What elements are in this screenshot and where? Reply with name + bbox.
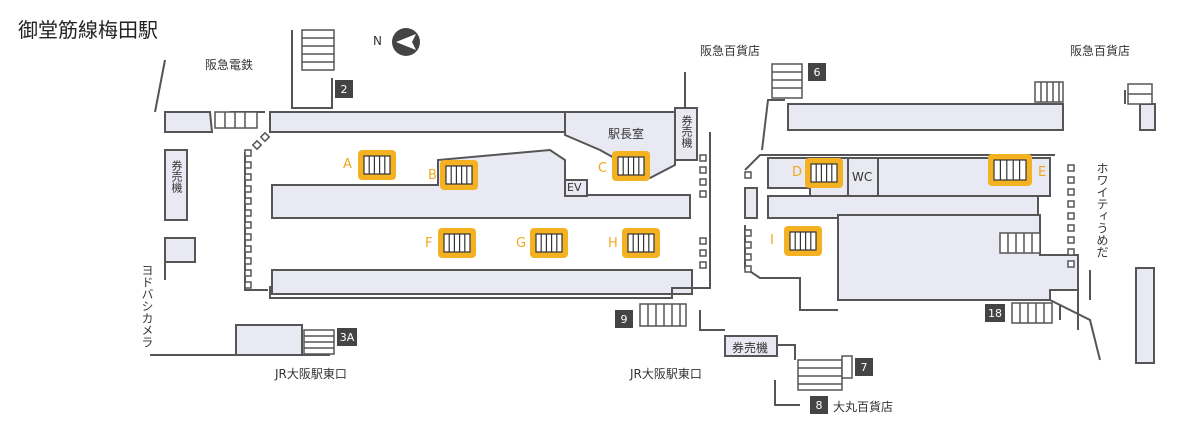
right-top-right xyxy=(1139,103,1156,131)
right-edge-block xyxy=(1135,267,1155,364)
escalator-h xyxy=(622,228,660,258)
exit-7[interactable]: 7 xyxy=(855,358,873,376)
escalator-label-h: H xyxy=(608,236,618,251)
escalator-label-a: A xyxy=(343,157,352,172)
room-ticket-left: 券売機 xyxy=(170,160,183,193)
platform-lower xyxy=(271,269,693,295)
compass-label: N xyxy=(373,34,382,48)
room-stationmaster: 駅長室 xyxy=(608,127,645,141)
escalator-g xyxy=(530,228,568,258)
label-hankyu-dept-2: 阪急百貨店 xyxy=(1070,44,1131,58)
label-daimaru: 大丸百貨店 xyxy=(833,400,894,414)
escalator-label-d: D xyxy=(792,165,803,180)
room-ev: EV xyxy=(567,181,582,194)
stair-exit-2 xyxy=(301,29,335,71)
label-whity: ホワイティうめだ xyxy=(1095,162,1109,258)
label-jr-east-1: JR大阪駅東口 xyxy=(275,367,347,381)
exit-8[interactable]: 8 xyxy=(810,396,828,414)
escalator-d xyxy=(805,158,843,188)
north-arrow-icon xyxy=(392,28,420,56)
label-jr-east-2: JR大阪駅東口 xyxy=(630,367,702,381)
exit-6[interactable]: 6 xyxy=(808,63,826,81)
exit-2[interactable]: 2 xyxy=(335,80,353,98)
room-ticket-top: 券売機 xyxy=(680,115,693,148)
stair-exit-3a xyxy=(303,329,335,355)
escalator-label-f: F xyxy=(425,236,433,251)
ticket-room-left xyxy=(164,149,188,221)
label-yodobashi: ヨドバシカメラ xyxy=(140,264,154,348)
page-title: 御堂筋線梅田駅 xyxy=(18,18,158,42)
label-hankyu-densha: 阪急電鉄 xyxy=(205,58,254,72)
escalator-e xyxy=(988,154,1032,186)
escalator-label-g: G xyxy=(516,236,527,251)
stair-far-right xyxy=(1127,83,1153,105)
escalator-label-b: B xyxy=(428,168,437,183)
escalator-i xyxy=(784,226,822,256)
corridor-top-left xyxy=(164,111,214,133)
platform-upper xyxy=(271,148,691,219)
escalator-b xyxy=(440,160,478,190)
label-hankyu-dept-1: 阪急百貨店 xyxy=(700,44,761,58)
escalator-f xyxy=(438,228,476,258)
right-left-box xyxy=(744,187,758,219)
exit-9[interactable]: 9 xyxy=(615,310,633,328)
stair-hankyu-right xyxy=(1034,81,1064,103)
left-block xyxy=(164,237,196,263)
room-ticket-bottom: 券売機 xyxy=(732,341,769,355)
right-wc xyxy=(847,157,879,197)
stair-exit-18 xyxy=(1011,302,1053,324)
escalator-label-i: I xyxy=(770,233,774,248)
jr-block xyxy=(235,324,303,356)
right-upper-hall xyxy=(787,103,1064,131)
stair-exit-8 xyxy=(797,359,843,391)
stair-exit-9 xyxy=(639,303,687,327)
room-wc: WC xyxy=(852,170,873,184)
exit-3a[interactable]: 3A xyxy=(337,328,357,346)
escalator-a xyxy=(358,150,396,180)
stair-exit-6 xyxy=(771,63,803,99)
right-platform-lower xyxy=(837,214,1079,301)
escalator-label-e: E xyxy=(1038,165,1047,180)
stair-whity xyxy=(999,232,1041,254)
ev-room xyxy=(564,179,588,197)
escalator-label-c: C xyxy=(598,161,608,176)
exit-18[interactable]: 18 xyxy=(985,304,1005,322)
stair-top-left xyxy=(214,111,258,129)
escalator-c xyxy=(612,151,650,181)
